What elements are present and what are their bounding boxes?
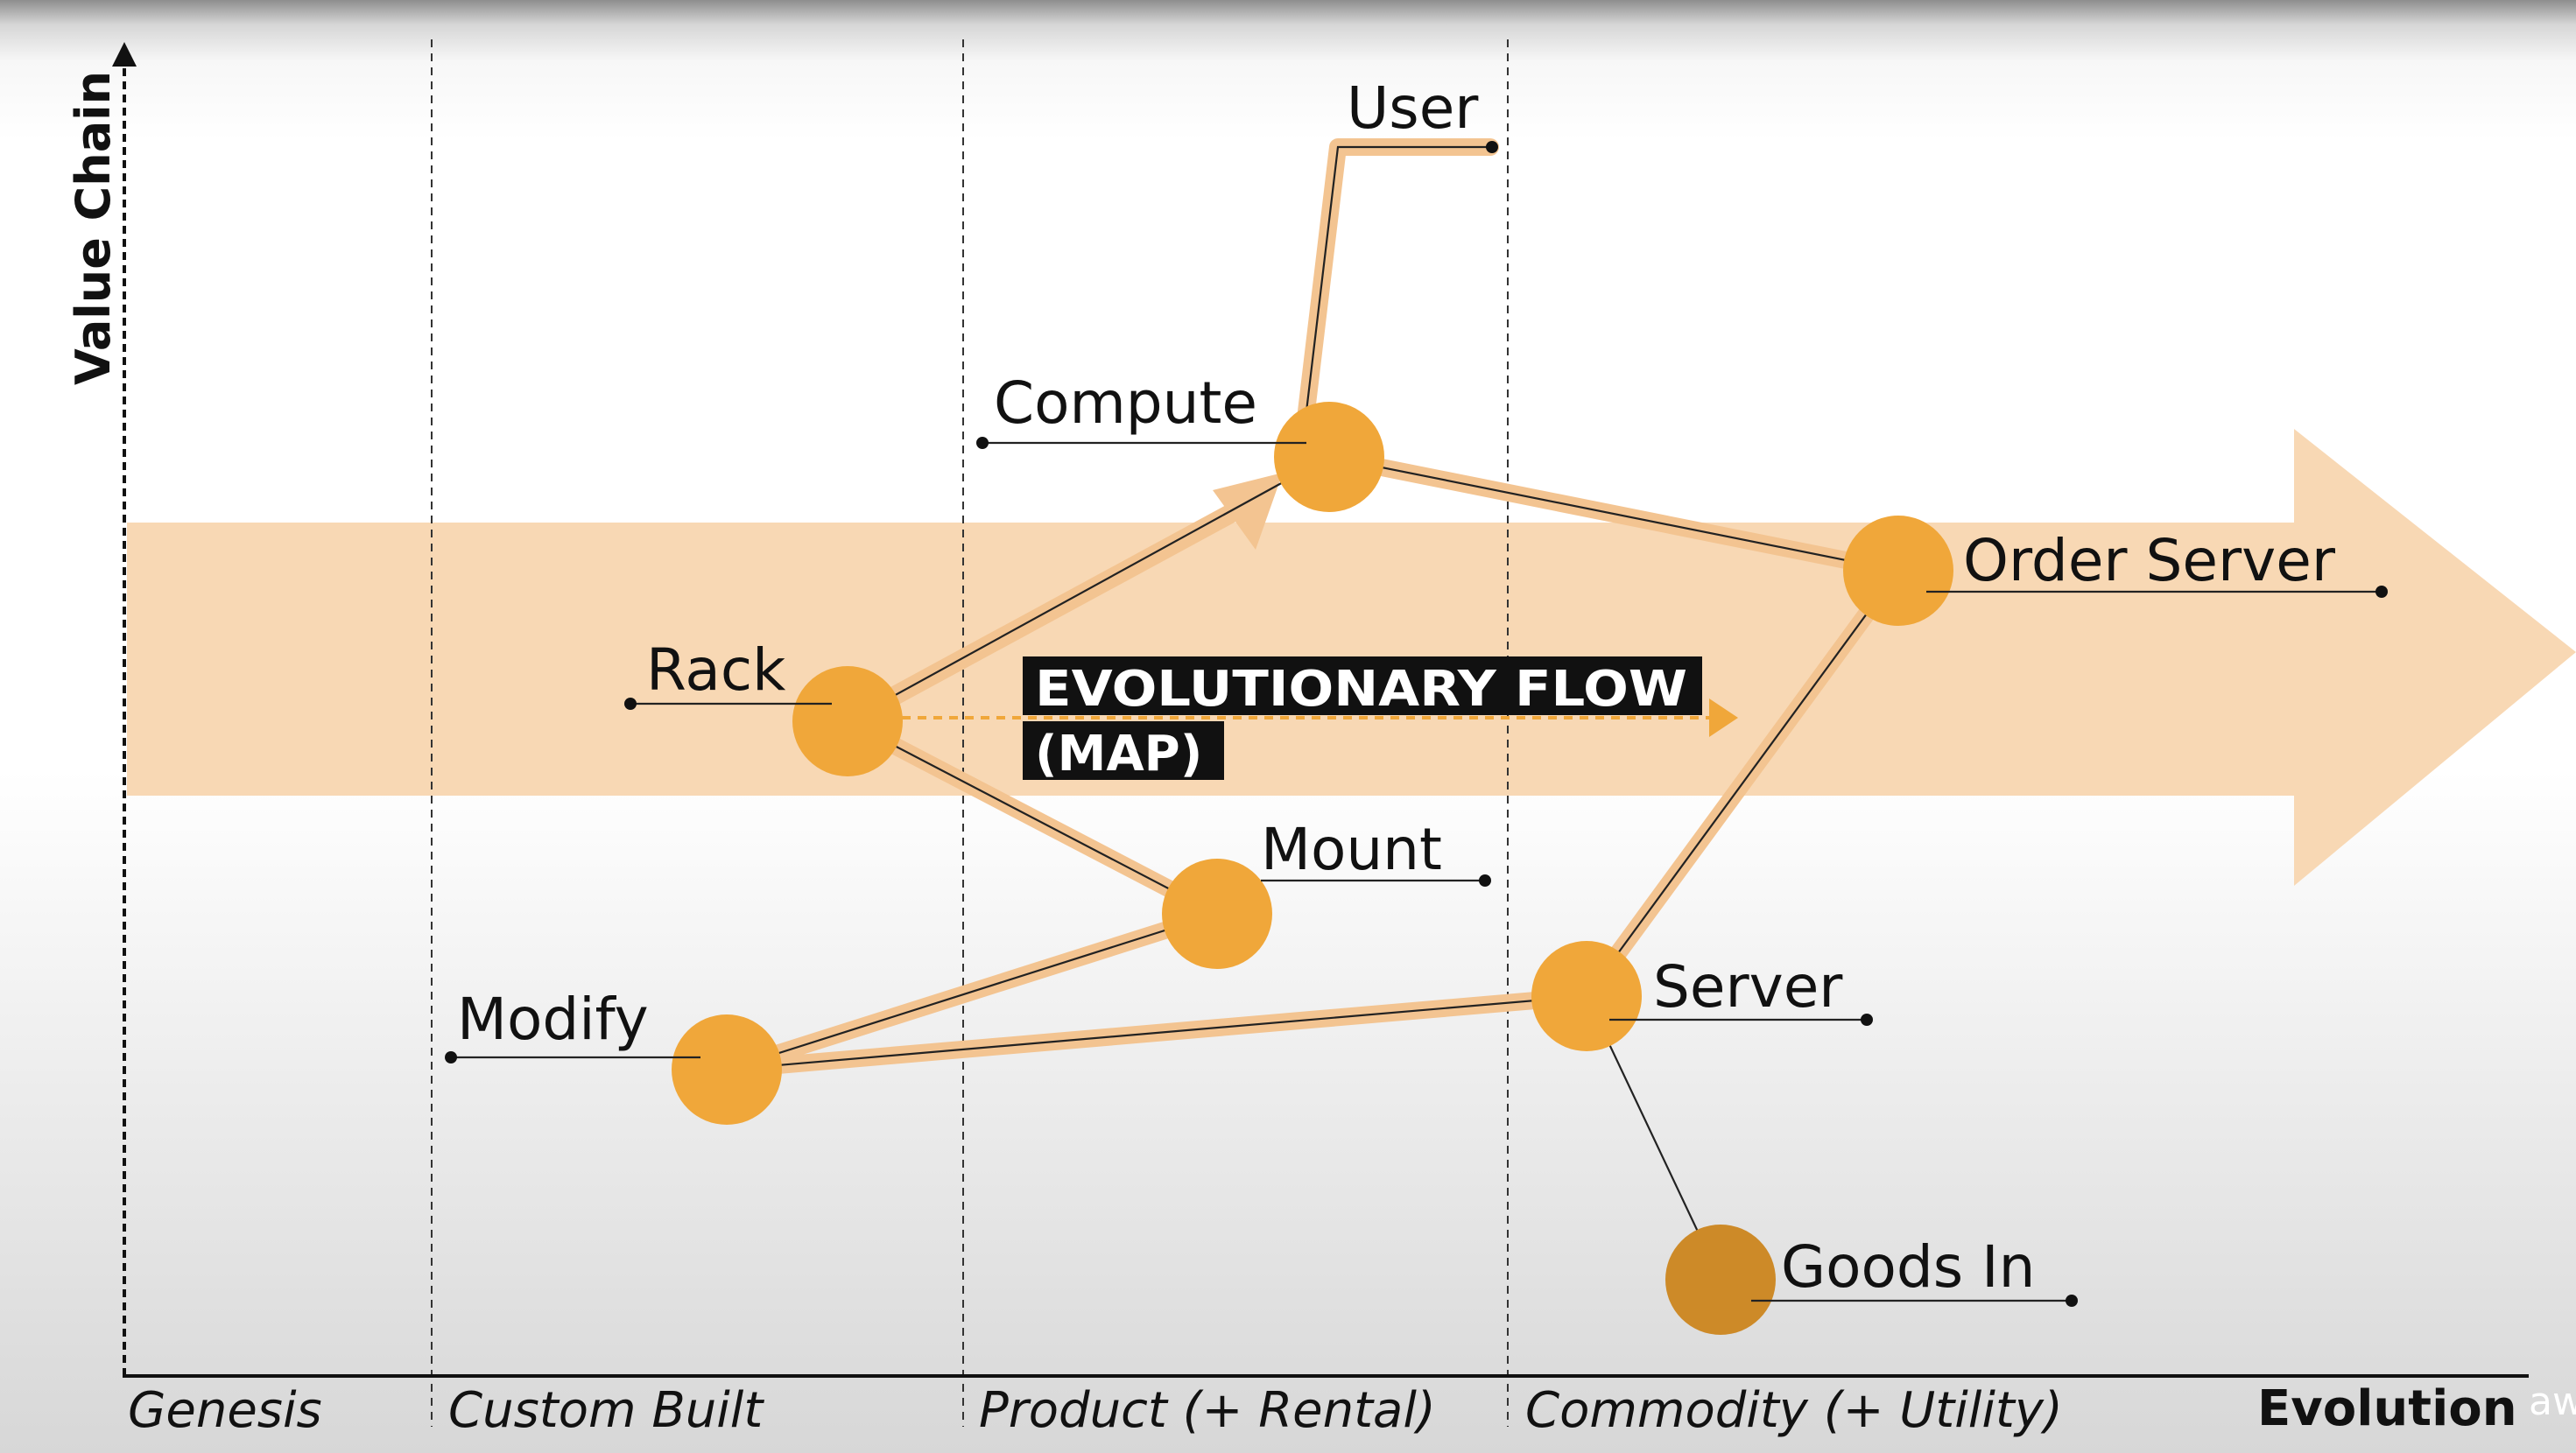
flow-label-line-2: (MAP): [1035, 726, 1202, 783]
dot-compute: [976, 437, 989, 449]
dot-order-server: [2375, 586, 2388, 598]
flow-label-line-1: EVOLUTIONARY FLOW: [1035, 661, 1687, 718]
label-modify: Modify: [457, 986, 649, 1053]
aws-watermark: aws: [2529, 1379, 2576, 1424]
node-compute[interactable]: [1274, 402, 1384, 512]
link-rack-compute: [847, 456, 1330, 722]
node-order-server[interactable]: [1843, 516, 1953, 626]
dot-goods-in: [2066, 1295, 2078, 1307]
link-server-order-server: [1586, 570, 1899, 997]
stage-label-commodity: Commodity (+ Utility): [1525, 1382, 2063, 1439]
label-rack: Rack: [646, 636, 786, 704]
evolutionary-flow-arrowhead: [2294, 429, 2576, 886]
node-server[interactable]: [1531, 941, 1642, 1051]
stage-label-genesis: Genesis: [128, 1382, 322, 1439]
evolution-label: Evolution: [2257, 1380, 2517, 1437]
label-server: Server: [1653, 953, 1843, 1021]
dot-mount: [1479, 874, 1491, 887]
flow-label-box-1: [1023, 656, 1702, 715]
value-chain-label: Value Chain: [66, 71, 121, 385]
dot-server: [1861, 1014, 1873, 1026]
link-user-compute: [1305, 145, 1490, 412]
node-goods-in[interactable]: [1665, 1225, 1776, 1335]
label-order-server: Order Server: [1963, 527, 2336, 594]
node-modify[interactable]: [672, 1014, 782, 1125]
label-goods-in: Goods In: [1781, 1233, 2035, 1301]
label-user: User: [1347, 74, 1479, 142]
flow-dotted-arrowhead: [1709, 698, 1738, 737]
label-underlines: [451, 441, 2380, 1302]
link-modify-server: [726, 994, 1587, 1071]
label-end-dots: [445, 141, 2388, 1307]
label-compute: Compute: [994, 369, 1257, 437]
node-rack[interactable]: [792, 666, 903, 776]
link-compute-order-server: [1328, 455, 1899, 572]
dot-rack: [624, 698, 637, 710]
dot-modify: [445, 1051, 457, 1063]
stage-label-custom-built: Custom Built: [448, 1382, 764, 1439]
label-mount: Mount: [1261, 816, 1442, 883]
node-mount[interactable]: [1162, 859, 1272, 969]
stage-label-product: Product (+ Rental): [979, 1382, 1436, 1439]
flow-label-box-2: [1023, 721, 1224, 780]
value-chain-axis-arrow: [112, 42, 137, 67]
link-modify-mount: [726, 912, 1218, 1071]
link-rack-mount: [847, 720, 1218, 915]
dot-user: [1486, 141, 1498, 153]
